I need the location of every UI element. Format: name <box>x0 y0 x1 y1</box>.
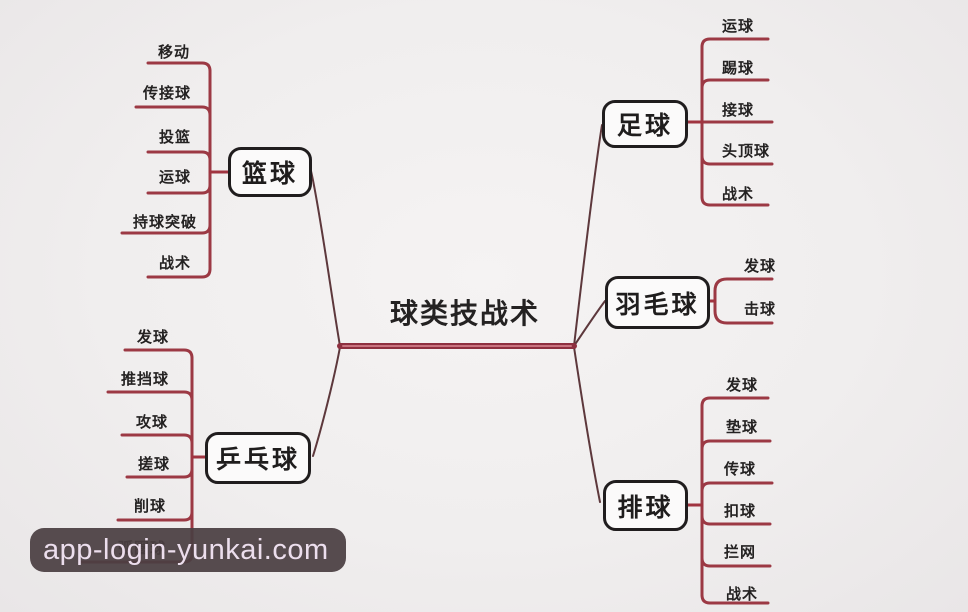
branch-lines-badminton <box>708 277 774 325</box>
feeder-line <box>700 78 770 90</box>
feeder-line <box>146 150 212 162</box>
connector-basketball <box>310 170 341 347</box>
leaf-table-tennis-0[interactable]: 发球 <box>137 329 170 346</box>
leaf-basketball-2[interactable]: 投篮 <box>159 129 192 146</box>
feeder-line <box>700 37 770 49</box>
feeder-line <box>146 61 212 73</box>
node-football-label: 足球 <box>616 112 673 140</box>
feeder-line <box>134 105 212 117</box>
leaf-football-4[interactable]: 战术 <box>722 186 755 203</box>
leaf-volleyball-3[interactable]: 扣球 <box>724 503 757 520</box>
leaf-basketball-5[interactable]: 战术 <box>159 255 192 272</box>
watermark: app-login-yunkai.com <box>30 528 346 572</box>
root-topic[interactable]: 球类技战术 <box>390 298 541 329</box>
node-basketball-label: 篮球 <box>241 160 298 188</box>
feeder-line <box>700 593 770 605</box>
leaf-badminton-1[interactable]: 击球 <box>744 301 777 318</box>
leaf-volleyball-0[interactable]: 发球 <box>726 377 759 394</box>
leaf-volleyball-5[interactable]: 战术 <box>726 586 759 603</box>
leaf-table-tennis-1[interactable]: 推挡球 <box>121 371 170 388</box>
trunk-and-connectors <box>310 124 606 503</box>
leaf-volleyball-1[interactable]: 垫球 <box>726 419 759 436</box>
feeder-line <box>700 396 770 408</box>
branch-lines-volleyball <box>686 396 774 605</box>
node-table-tennis[interactable]: 乒乓球 <box>205 432 311 484</box>
node-basketball[interactable]: 篮球 <box>228 147 312 197</box>
leaf-football-1[interactable]: 踢球 <box>722 60 755 77</box>
leaf-volleyball-2[interactable]: 传球 <box>724 461 757 478</box>
branch-lines-football <box>686 37 774 207</box>
node-volleyball-label: 排球 <box>617 493 674 522</box>
feeder-line <box>106 390 194 402</box>
node-badminton[interactable]: 羽毛球 <box>605 276 710 329</box>
leaf-volleyball-4[interactable]: 拦网 <box>724 544 757 561</box>
node-football[interactable]: 足球 <box>602 100 688 148</box>
feeder-line <box>146 267 212 279</box>
leaf-table-tennis-3[interactable]: 搓球 <box>138 456 171 473</box>
leaf-basketball-4[interactable]: 持球突破 <box>133 214 198 231</box>
node-volleyball[interactable]: 排球 <box>603 480 688 531</box>
leaf-basketball-1[interactable]: 传接球 <box>143 85 192 102</box>
leaf-football-2[interactable]: 接球 <box>722 102 755 119</box>
leaf-table-tennis-4[interactable]: 削球 <box>134 498 167 515</box>
leaf-football-3[interactable]: 头顶球 <box>722 143 771 160</box>
branch-lines-basketball <box>120 61 230 279</box>
leaf-football-0[interactable]: 运球 <box>722 18 755 35</box>
leaf-basketball-3[interactable]: 运球 <box>159 169 192 186</box>
feeder-line <box>123 348 194 360</box>
connector-volleyball <box>573 346 601 503</box>
connector-football <box>573 124 603 347</box>
node-badminton-label: 羽毛球 <box>615 290 700 319</box>
leaf-table-tennis-2[interactable]: 攻球 <box>136 414 169 431</box>
connector-table-tennis <box>312 346 341 457</box>
feeder-line <box>120 433 194 445</box>
connector-badminton <box>573 300 606 347</box>
leaf-basketball-0[interactable]: 移动 <box>158 44 191 61</box>
feeder-line <box>700 195 770 207</box>
leaf-badminton-0[interactable]: 发球 <box>744 258 777 275</box>
feeder-line <box>700 481 774 493</box>
feeder-line <box>700 439 772 451</box>
node-table-tennis-label: 乒乓球 <box>215 446 300 474</box>
